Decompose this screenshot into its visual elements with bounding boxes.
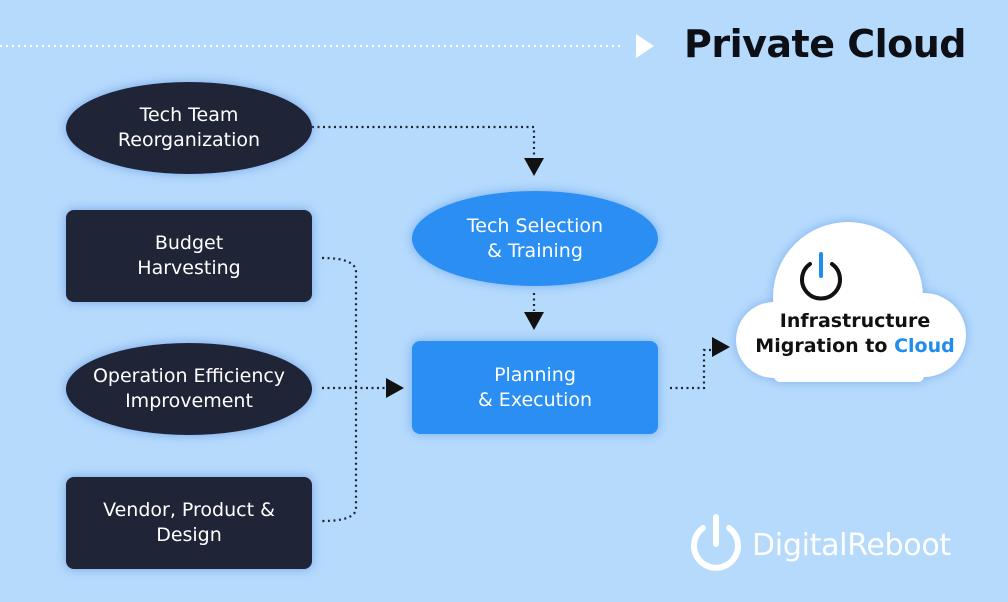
page-title: Private Cloud xyxy=(684,22,966,66)
brand-logo-text: DigitalReboot xyxy=(752,528,951,563)
title-arrow-icon xyxy=(636,34,654,58)
node-planning-execution: Planning & Execution xyxy=(412,341,658,434)
power-icon xyxy=(800,252,842,301)
node-budget-harvesting: Budget Harvesting xyxy=(66,210,312,302)
node-label: Budget Harvesting xyxy=(137,232,241,279)
node-operation-efficiency: Operation Efficiency Improvement xyxy=(66,343,312,435)
arrow-right-icon xyxy=(386,378,404,398)
connector-budget xyxy=(321,256,358,523)
node-tech-team-reorganization: Tech Team Reorganization xyxy=(66,82,312,174)
cloud-shape xyxy=(736,222,966,382)
node-tech-selection-training: Tech Selection & Training xyxy=(412,191,658,286)
node-label: Tech Team Reorganization xyxy=(117,104,261,151)
node-label: Operation Efficiency Improvement xyxy=(92,365,286,412)
connector-reorg-selection xyxy=(312,125,536,156)
arrow-right-icon xyxy=(712,337,730,357)
cloud-node-label: Infrastructure Migration to Cloud xyxy=(745,309,965,359)
connector-planning-cloud xyxy=(670,348,714,390)
cloud-line-1: Infrastructure xyxy=(779,310,931,332)
arrow-down-icon xyxy=(524,158,544,176)
node-label: Tech Selection & Training xyxy=(466,214,604,262)
node-label: Planning & Execution xyxy=(477,363,593,411)
node-vendor-product-design: Vendor, Product & Design xyxy=(66,477,312,569)
brand-power-icon xyxy=(691,514,741,571)
cloud-line-2: Migration to Cloud xyxy=(745,334,965,359)
arrow-down-icon xyxy=(524,312,544,330)
cloud-line-2-prefix: Migration to xyxy=(755,335,895,357)
node-label: Vendor, Product & Design xyxy=(103,499,275,546)
cloud-highlight: Cloud xyxy=(894,335,955,357)
